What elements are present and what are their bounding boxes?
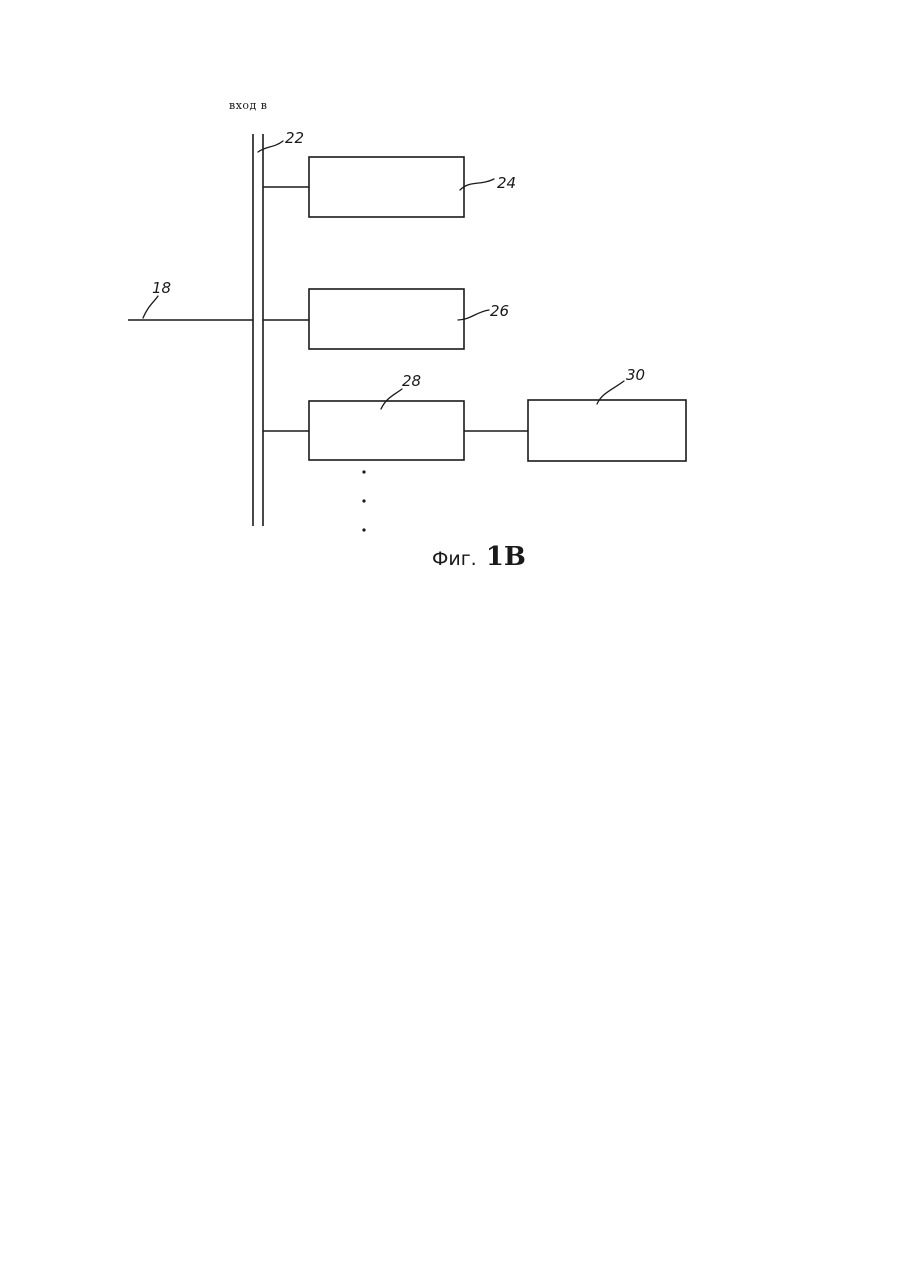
bus-ref: 22 <box>285 129 304 147</box>
input-line-leader <box>143 296 158 318</box>
block-28 <box>309 401 464 460</box>
block-30 <box>528 400 686 461</box>
block-26 <box>309 289 464 349</box>
input-line-ref: 18 <box>152 279 171 297</box>
bus-leader <box>258 141 283 152</box>
block-28-ref: 28 <box>402 372 421 390</box>
block-24-ref: 24 <box>497 174 516 192</box>
block-26-ref: 26 <box>490 302 509 320</box>
caption-number: 1B <box>486 542 526 572</box>
caption-prefix: Фиг. <box>432 548 477 570</box>
bus <box>253 134 263 526</box>
block-24 <box>309 157 464 217</box>
figure-caption: Фиг. 1B <box>432 542 526 572</box>
block-30-ref: 30 <box>626 366 645 384</box>
input-label: вход в <box>229 99 267 112</box>
continuation-dots <box>362 470 365 531</box>
block-24-leader <box>460 179 494 190</box>
